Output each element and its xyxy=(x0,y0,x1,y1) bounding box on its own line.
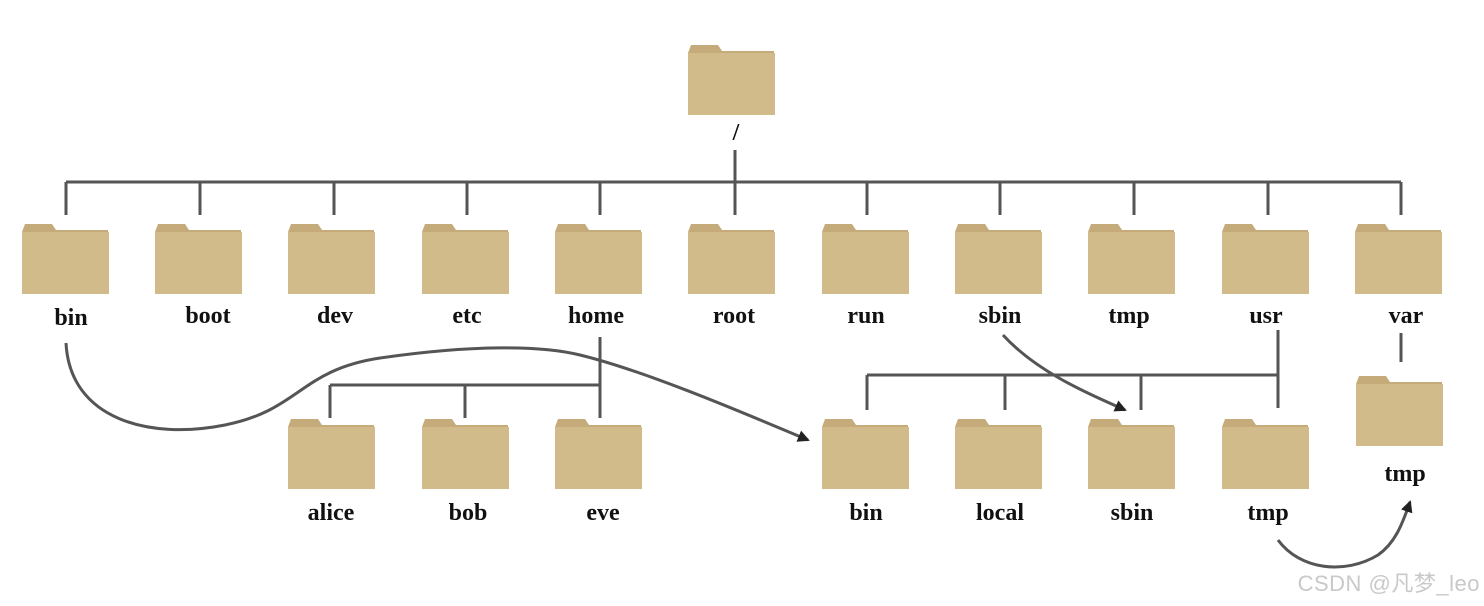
label-home: home xyxy=(568,303,624,329)
arrow-sbin-to-usr-sbin xyxy=(1001,333,1127,412)
label-usr-sbin: sbin xyxy=(1111,500,1154,526)
label-usr: usr xyxy=(1249,303,1283,329)
folder-icon-root xyxy=(688,45,775,115)
folder-icon-run xyxy=(822,224,909,294)
label-usr-local: local xyxy=(976,500,1024,526)
label-bin: bin xyxy=(54,305,87,331)
folder-icon-usr xyxy=(1222,224,1309,294)
label-sbin: sbin xyxy=(979,303,1022,329)
folder-icon-tmp xyxy=(1088,224,1175,294)
folder-layer xyxy=(22,45,1443,489)
folder-icon-root-dir xyxy=(688,224,775,294)
folder-icon-home xyxy=(555,224,642,294)
label-etc: etc xyxy=(452,303,482,329)
folder-icon-var-tmp xyxy=(1356,376,1443,446)
folder-icon-alice xyxy=(288,419,375,489)
folder-icon-etc xyxy=(422,224,509,294)
folder-icon-usr-bin xyxy=(822,419,909,489)
label-layer: / bin boot dev etc home root run sbin tm… xyxy=(54,120,1425,526)
folder-icon-bin xyxy=(22,224,109,294)
label-bob: bob xyxy=(449,500,488,526)
label-var: var xyxy=(1389,303,1424,329)
link-arrows xyxy=(64,333,1413,569)
folder-icon-bob xyxy=(422,419,509,489)
folder-icon-usr-sbin xyxy=(1088,419,1175,489)
label-boot: boot xyxy=(185,303,230,329)
label-eve: eve xyxy=(586,500,620,526)
label-root-dir: root xyxy=(713,303,755,329)
label-run: run xyxy=(847,303,884,329)
label-tmp: tmp xyxy=(1108,303,1149,329)
label-root: / xyxy=(732,120,740,146)
label-var-tmp: tmp xyxy=(1384,461,1425,487)
watermark: CSDN @凡梦_leo xyxy=(1297,571,1480,596)
tree-connectors xyxy=(64,150,1403,418)
folder-icon-var xyxy=(1355,224,1442,294)
folder-icon-boot xyxy=(155,224,242,294)
label-alice: alice xyxy=(308,500,355,526)
folder-icon-usr-tmp xyxy=(1222,419,1309,489)
arrow-usr-tmp-to-var-tmp xyxy=(1276,500,1413,569)
label-dev: dev xyxy=(317,303,353,329)
folder-icon-dev xyxy=(288,224,375,294)
label-usr-tmp: tmp xyxy=(1247,500,1288,526)
folder-icon-sbin xyxy=(955,224,1042,294)
folder-icon-usr-local xyxy=(955,419,1042,489)
folder-icon-eve xyxy=(555,419,642,489)
label-usr-bin: bin xyxy=(849,500,882,526)
arrow-bin-to-usr-bin xyxy=(64,342,810,442)
